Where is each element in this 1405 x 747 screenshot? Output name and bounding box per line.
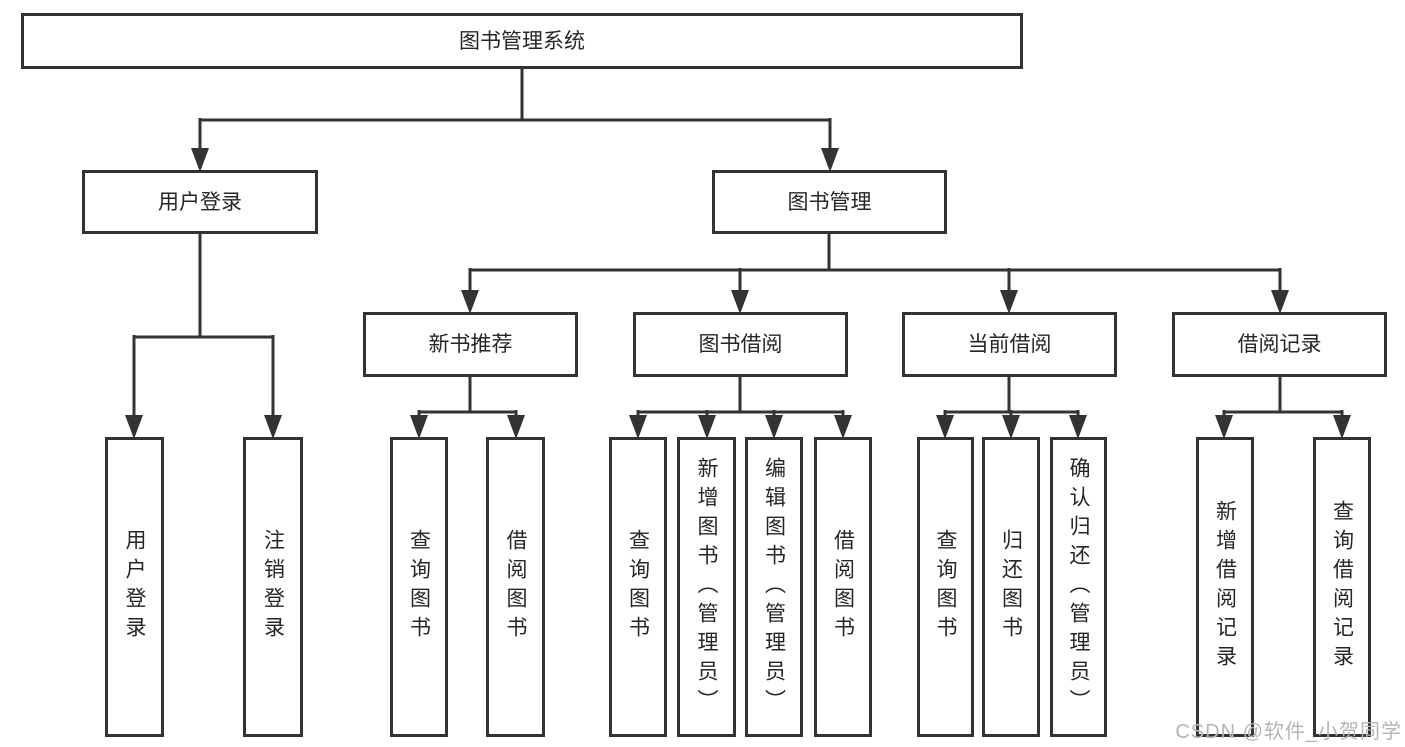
leaf-query-books-recommend: 查询图书 bbox=[390, 437, 448, 737]
node-new-book-recommend: 新书推荐 bbox=[363, 312, 578, 377]
node-user-login: 用户登录 bbox=[82, 170, 318, 234]
leaf-query-books-current: 查询图书 bbox=[917, 437, 974, 737]
leaf-borrow-books-recommend-label: 借阅图书 bbox=[504, 529, 528, 645]
leaf-edit-book-admin-label: 编辑图书（管理员） bbox=[762, 456, 786, 718]
leaf-query-borrow-record-label: 查询借阅记录 bbox=[1330, 500, 1354, 674]
node-borrow-records-label: 借阅记录 bbox=[1237, 333, 1322, 356]
node-book-borrow-label: 图书借阅 bbox=[698, 333, 783, 356]
leaf-query-books-recommend-label: 查询图书 bbox=[407, 529, 431, 645]
leaf-add-book-admin-label: 新增图书（管理员） bbox=[695, 456, 719, 718]
leaf-logout-label: 注销登录 bbox=[261, 529, 285, 645]
leaf-borrow-books-label: 借阅图书 bbox=[831, 529, 855, 645]
leaf-borrow-books: 借阅图书 bbox=[814, 437, 872, 737]
leaf-return-book-label: 归还图书 bbox=[999, 529, 1023, 645]
node-book-management: 图书管理 bbox=[712, 170, 947, 234]
leaf-edit-book-admin: 编辑图书（管理员） bbox=[745, 437, 803, 737]
watermark: CSDN @软件_小贺同学 bbox=[1175, 721, 1402, 743]
leaf-user-login: 用户登录 bbox=[105, 437, 164, 737]
leaf-add-book-admin: 新增图书（管理员） bbox=[677, 437, 736, 737]
node-root-label: 图书管理系统 bbox=[459, 29, 585, 53]
node-borrow-records: 借阅记录 bbox=[1172, 312, 1387, 377]
leaf-return-book: 归还图书 bbox=[982, 437, 1040, 737]
node-current-borrow: 当前借阅 bbox=[902, 312, 1117, 377]
node-current-borrow-label: 当前借阅 bbox=[967, 333, 1052, 356]
leaf-confirm-return-admin-label: 确认归还（管理员） bbox=[1067, 456, 1091, 718]
node-root: 图书管理系统 bbox=[21, 13, 1023, 69]
leaf-query-borrow-record: 查询借阅记录 bbox=[1313, 437, 1371, 737]
leaf-confirm-return-admin: 确认归还（管理员） bbox=[1050, 437, 1107, 737]
node-user-login-label: 用户登录 bbox=[158, 190, 242, 214]
node-book-borrow: 图书借阅 bbox=[633, 312, 848, 377]
node-book-management-label: 图书管理 bbox=[787, 190, 872, 214]
leaf-user-login-label: 用户登录 bbox=[123, 529, 147, 645]
leaf-add-borrow-record: 新增借阅记录 bbox=[1196, 437, 1254, 737]
leaf-borrow-books-recommend: 借阅图书 bbox=[486, 437, 545, 737]
leaf-query-books-borrow: 查询图书 bbox=[609, 437, 667, 737]
node-new-book-recommend-label: 新书推荐 bbox=[428, 333, 513, 356]
leaf-query-books-current-label: 查询图书 bbox=[934, 529, 958, 645]
leaf-logout: 注销登录 bbox=[243, 437, 303, 737]
leaf-add-borrow-record-label: 新增借阅记录 bbox=[1213, 500, 1237, 674]
leaf-query-books-borrow-label: 查询图书 bbox=[626, 529, 650, 645]
